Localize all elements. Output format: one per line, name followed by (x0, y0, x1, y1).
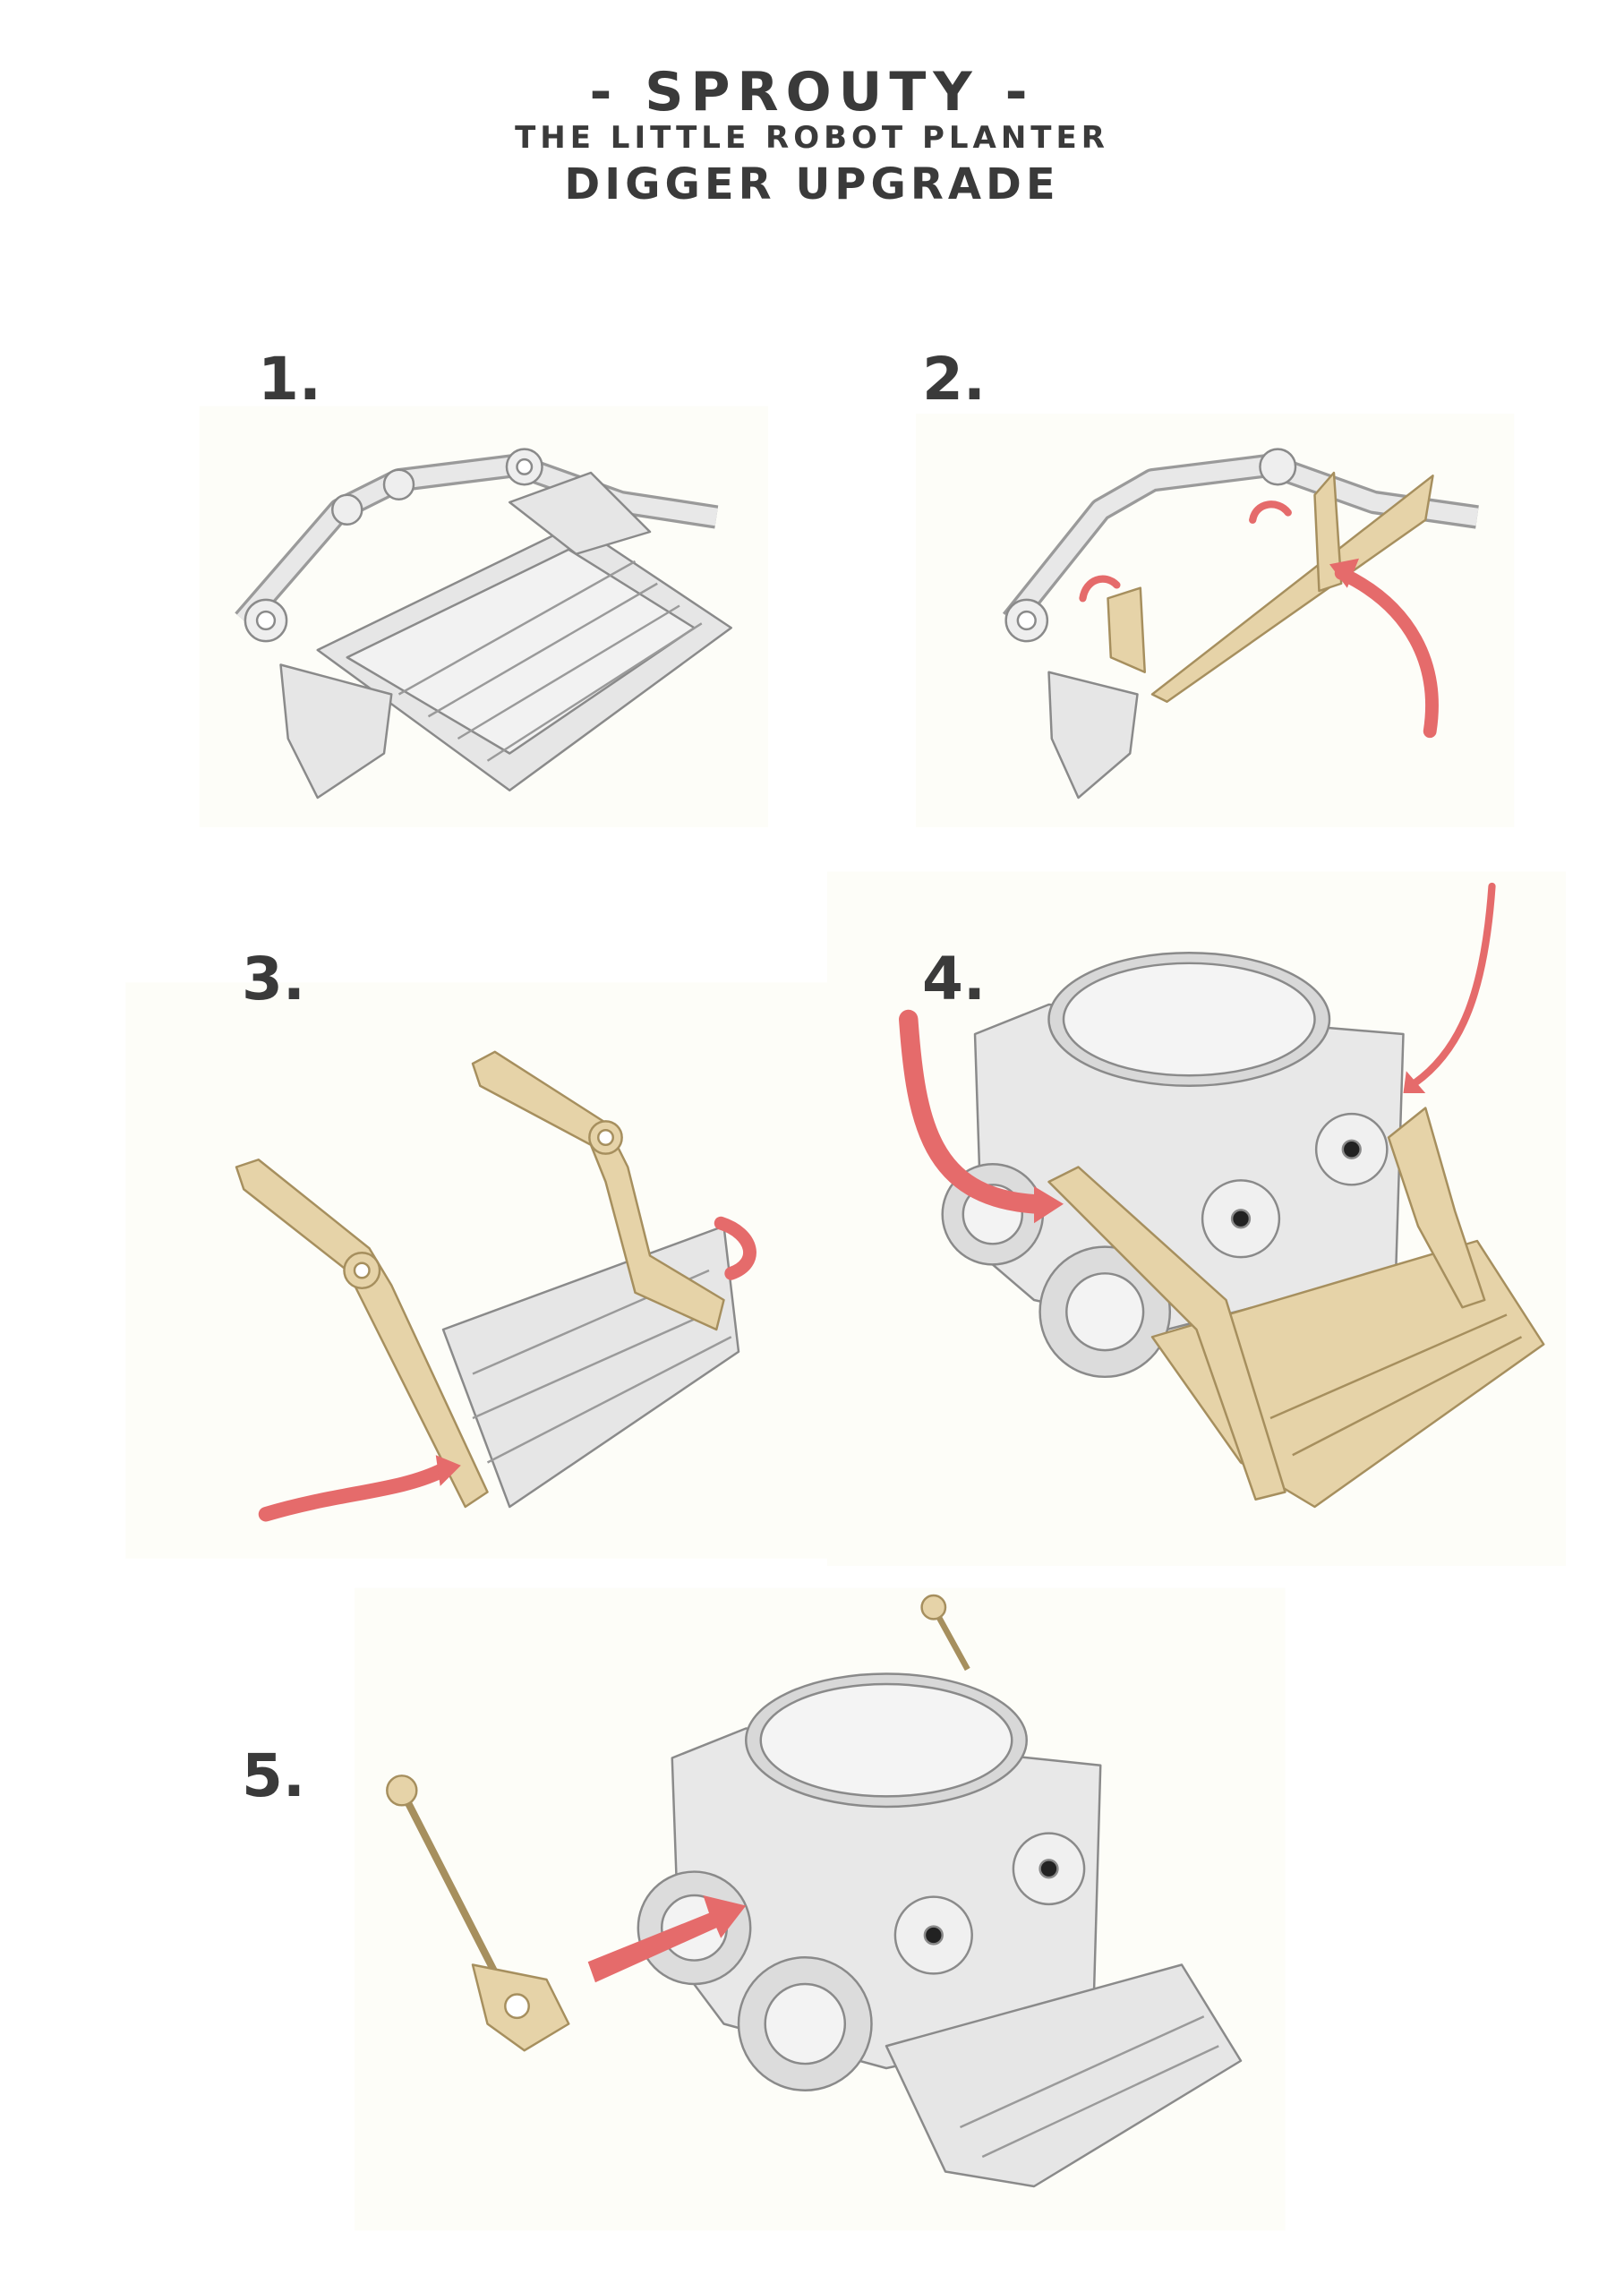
step-5-arrow (587, 1894, 747, 1983)
step-4-robot (941, 952, 1405, 1379)
step-2-arrows (1079, 500, 1439, 739)
step-5-tan-lever (386, 1775, 570, 2052)
step-4-number: 4. (922, 945, 986, 1013)
step-3-number: 3. (242, 945, 305, 1013)
title: - SPROUTY - (589, 61, 1035, 124)
step-2-number: 2. (922, 345, 986, 414)
step-1-number: 1. (258, 345, 321, 414)
step-3-tan-arms (235, 1050, 725, 1509)
subtitle: THE LITTLE ROBOT PLANTER (515, 120, 1109, 156)
step-1-digger-frame (235, 448, 732, 800)
step-3-arrows (258, 1216, 756, 1522)
step-4-tan-bucket (1047, 1107, 1545, 1509)
step-2-digger-frame (1002, 448, 1479, 800)
step-4-arrows (899, 882, 1496, 1224)
step-5-number: 5. (242, 1741, 305, 1810)
step-5-robot (637, 1594, 1243, 2188)
step-2-tan-plate (1107, 471, 1434, 703)
heading: DIGGER UPGRADE (564, 159, 1060, 210)
